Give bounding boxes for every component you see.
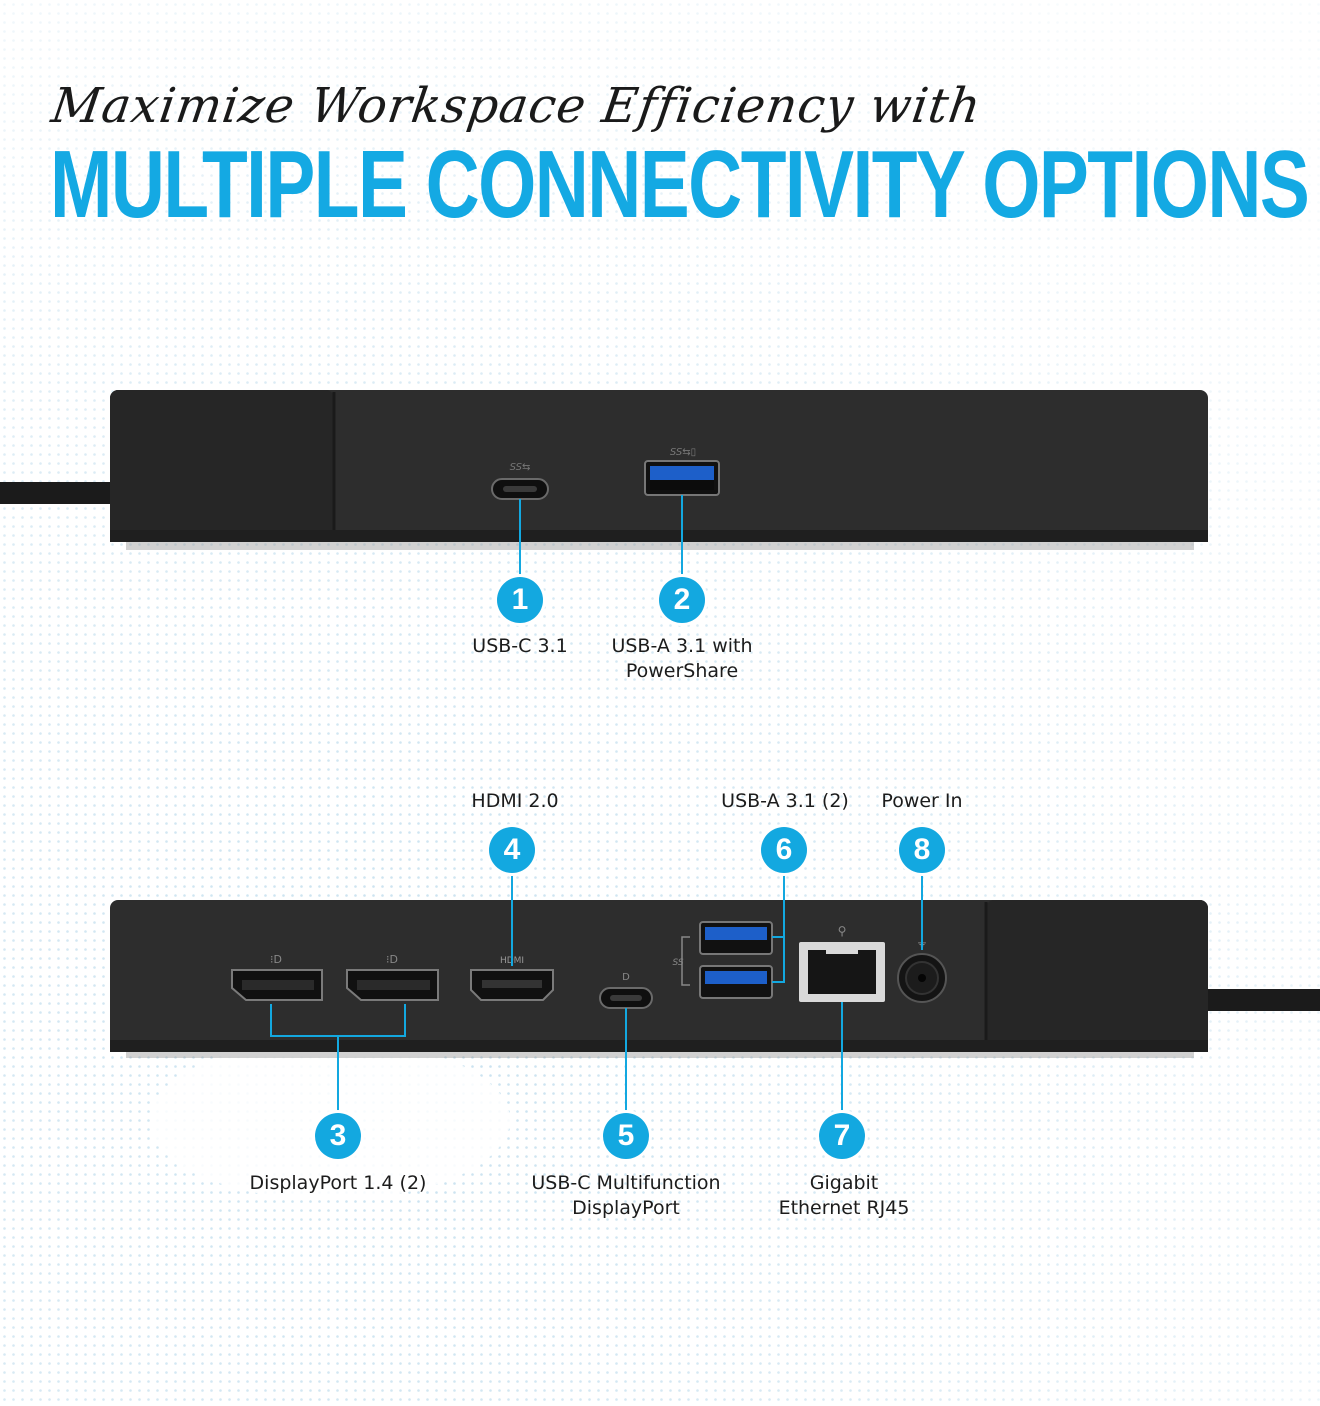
label-line: DisplayPort xyxy=(572,1197,680,1219)
displayport-1: ⁝D xyxy=(231,953,323,1001)
svg-text:⁝D: ⁝D xyxy=(270,953,282,966)
label-line: USB-C Multifunction xyxy=(531,1172,721,1194)
dock-rear-view: ⁝D ⁝D HDMI D SS xyxy=(110,900,1320,1058)
badge-8: 8 xyxy=(899,827,945,873)
badge-2: 2 xyxy=(659,577,705,623)
dock-body-rear xyxy=(110,900,1208,1052)
ss-icon: SS⇆▯ xyxy=(670,447,696,458)
label-line: Ethernet RJ45 xyxy=(778,1197,910,1219)
label-line: USB-A 3.1 with xyxy=(611,635,753,657)
power-port: ⏚ xyxy=(897,935,947,1003)
label-hdmi: HDMI 2.0 xyxy=(471,790,559,812)
displayport-2: ⁝D xyxy=(346,953,439,1001)
label-usb-c-multifunction: USB-C Multifunction DisplayPort xyxy=(516,1171,736,1221)
label-line: Gigabit xyxy=(809,1172,879,1194)
badge-1: 1 xyxy=(497,577,543,623)
dock-front-view: SS⇆ SS⇆▯ xyxy=(0,390,1208,550)
ethernet-port: ⚲ xyxy=(799,924,885,1002)
ss-icon: SS xyxy=(672,958,683,968)
svg-text:D: D xyxy=(622,972,630,983)
ss-icon: SS⇆ xyxy=(510,462,531,473)
svg-text:⚲: ⚲ xyxy=(838,924,847,938)
label-ethernet: Gigabit Ethernet RJ45 xyxy=(754,1171,934,1221)
badge-3: 3 xyxy=(315,1113,361,1159)
label-usb-c-3-1: USB-C 3.1 xyxy=(472,635,568,657)
svg-text:⁝D: ⁝D xyxy=(386,953,398,966)
label-displayport: DisplayPort 1.4 (2) xyxy=(249,1172,427,1194)
badge-4: 4 xyxy=(489,827,535,873)
usb-a-ports-rear: SS xyxy=(672,921,773,999)
badge-7: 7 xyxy=(819,1113,865,1159)
badge-6: 6 xyxy=(761,827,807,873)
headline-main: MULTIPLE CONNECTIVITY OPTIONS xyxy=(50,131,1310,238)
label-line: PowerShare xyxy=(625,660,739,682)
badge-5: 5 xyxy=(603,1113,649,1159)
label-power-in: Power In xyxy=(881,790,963,812)
label-usb-a-powershare: USB-A 3.1 with PowerShare xyxy=(592,634,772,684)
label-usb-a-3-1: USB-A 3.1 (2) xyxy=(721,790,849,812)
usb-c-port-rear: D xyxy=(599,972,653,1009)
